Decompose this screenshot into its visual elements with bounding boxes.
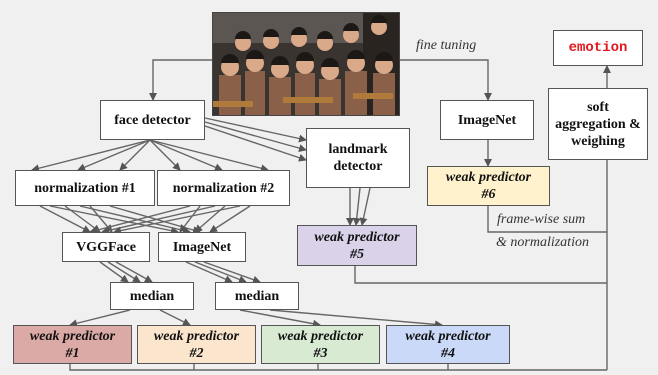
weak-predictor-2-number: #2 (189, 345, 204, 361)
fine-tuning-label: fine tuning (416, 38, 477, 53)
emotion-box: emotion (553, 30, 643, 66)
face-detector-label: face detector (114, 112, 191, 128)
vggface-box: VGGFace (62, 232, 150, 262)
soft-aggregation-box: soft aggregation & weighing (548, 88, 648, 160)
weak-predictor-5-number: #5 (350, 246, 364, 262)
median-2-label: median (234, 288, 280, 304)
weak-predictor-3-number: #3 (313, 345, 328, 361)
imagenet-top-label: ImageNet (457, 112, 517, 128)
normalization-1-label: normalization #1 (34, 180, 136, 196)
imagenet-left-label: ImageNet (172, 239, 232, 255)
weak-predictor-2-title: weak predictor (153, 328, 240, 344)
emotion-label: emotion (568, 39, 628, 56)
frame-wise-sum-label: frame-wise sum (497, 212, 586, 227)
weak-predictor-2-box: weak predictor #2 (137, 325, 256, 364)
weak-predictor-5-title: weak predictor (314, 229, 400, 245)
weak-predictor-4-box: weak predictor #4 (386, 325, 510, 364)
face-detector-box: face detector (100, 100, 205, 140)
weak-predictor-1-number: #1 (65, 345, 80, 361)
landmark-detector-box: landmark detector (306, 128, 410, 188)
normalization-note-label: & normalization (496, 235, 589, 250)
normalization-1-box: normalization #1 (15, 170, 155, 206)
normalization-2-label: normalization #2 (172, 180, 275, 196)
weak-predictor-3-title: weak predictor (277, 328, 364, 344)
median-2-box: median (215, 282, 299, 310)
weak-predictor-1-box: weak predictor #1 (13, 325, 132, 364)
median-1-box: median (110, 282, 194, 310)
imagenet-top-box: ImageNet (440, 100, 534, 140)
weak-predictor-1-title: weak predictor (29, 328, 116, 344)
choir-image (213, 13, 399, 115)
weak-predictor-5-box: weak predictor #5 (297, 225, 417, 266)
weak-predictor-6-title: weak predictor (445, 170, 532, 185)
landmark-detector-label: landmark detector (328, 142, 388, 174)
weak-predictor-6-number: #6 (481, 187, 496, 202)
vggface-label: VGGFace (76, 239, 136, 255)
normalization-2-box: normalization #2 (157, 170, 290, 206)
imagenet-left-box: ImageNet (158, 232, 246, 262)
weak-predictor-4-number: #4 (441, 345, 455, 361)
median-1-label: median (129, 288, 175, 304)
input-photo (212, 12, 400, 116)
soft-aggregation-label: soft aggregation & weighing (555, 99, 641, 149)
weak-predictor-3-box: weak predictor #3 (261, 325, 380, 364)
weak-predictor-6-box: weak predictor #6 (427, 166, 550, 206)
weak-predictor-4-title: weak predictor (405, 328, 491, 344)
